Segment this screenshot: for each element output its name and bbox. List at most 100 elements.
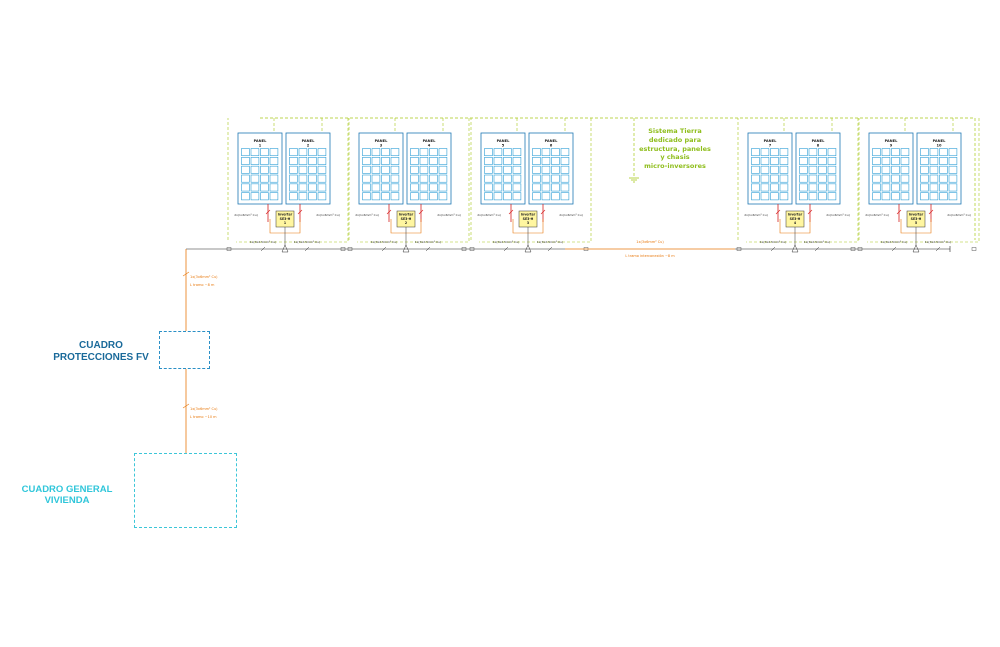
panel-cell: [532, 183, 541, 192]
dc-tick: [508, 209, 514, 215]
panel-cell: [541, 165, 551, 174]
inverter-model: SE3-H: [401, 217, 412, 221]
junction-symbol: [912, 244, 920, 253]
panel-frame: [795, 132, 841, 205]
panel-cell: [241, 165, 250, 174]
panel-cell: [371, 165, 381, 174]
panel-cell: [381, 148, 390, 157]
panel-cell: [429, 148, 438, 157]
panel-cell: [484, 157, 493, 165]
inverter-model: SE3-H: [790, 217, 801, 221]
panel-cell: [371, 192, 381, 201]
panel-cell: [779, 174, 789, 183]
sistema-tierra-line1: Sistema Tierra: [648, 127, 702, 135]
panel-cell: [541, 192, 551, 201]
trunk-cable: 1x(3x6mm² Cu)L tramo ~8 m1x(3x6mm² Cu)L …: [182, 249, 218, 453]
panel-cell: [948, 148, 958, 157]
panel-frame: [237, 132, 283, 205]
dc-cable-label: 2x(1x6mm² Cu): [234, 213, 258, 217]
ac-bus-cable-label-left: 1x(3x2.5mm² Cu): [493, 240, 519, 244]
panel-cell: [269, 192, 279, 201]
panel-cell: [881, 165, 891, 174]
panel-cell: [438, 192, 448, 201]
dc-tick: [265, 209, 271, 215]
panel-title: PANEL: [764, 139, 778, 143]
inverter-title: Inverter: [788, 213, 803, 217]
trunk-tick1: [182, 271, 190, 277]
panel-cell: [818, 157, 827, 165]
panel-frame: [528, 132, 574, 205]
panel-title: PANEL: [933, 139, 947, 143]
panel-cell: [770, 157, 779, 165]
panel-cell: [298, 148, 308, 157]
panel-title: PANEL: [885, 139, 899, 143]
panel-cell: [260, 174, 269, 183]
panel-cell: [308, 148, 317, 157]
panel-cell: [317, 183, 327, 192]
panel-cell: [410, 174, 419, 183]
panel-cell: [551, 174, 560, 183]
panel-cell: [362, 165, 371, 174]
sistema-tierra-label: Sistema Tierra dedicado para estructura,…: [620, 127, 730, 171]
inverter-number: 4: [794, 221, 797, 225]
panel-cell: [410, 157, 419, 165]
panel-cell: [484, 148, 493, 157]
sistema-tierra-line4: y chasis: [660, 153, 690, 162]
sistema-tierra-line3: estructura, paneles: [639, 144, 711, 153]
panel-cell: [269, 157, 279, 165]
panel-cell: [410, 165, 419, 174]
panel-cell: [493, 157, 503, 165]
panel-cell: [551, 192, 560, 201]
panel-cell: [770, 192, 779, 201]
inverter-title: Inverter: [909, 213, 924, 217]
panel-cell: [881, 148, 891, 157]
inverter-number: 3: [527, 221, 529, 225]
panel-cell: [948, 183, 958, 192]
panel-cell: [298, 165, 308, 174]
panel-cell: [532, 174, 541, 183]
panel-cell: [920, 148, 929, 157]
panel-cell: [900, 148, 910, 157]
panel-cell: [381, 157, 390, 165]
panel-cell: [827, 148, 837, 157]
earthing-network: [260, 117, 976, 240]
panel-cell: [419, 174, 429, 183]
middle-bus-length-label: L tramo interconexión ~8 m: [625, 254, 675, 258]
panel-number: 2: [307, 144, 310, 148]
inverter-title: Inverter: [399, 213, 414, 217]
group-ground-right: [357, 118, 470, 243]
panel-cell: [939, 192, 948, 201]
panel-cell: [818, 165, 827, 174]
panel-cell: [751, 157, 760, 165]
panel-title: PANEL: [375, 139, 389, 143]
panel-cell: [560, 183, 570, 192]
panel-cell: [818, 148, 827, 157]
panel-cell: [298, 183, 308, 192]
inverter-title: Inverter: [521, 213, 536, 217]
panel-cell: [827, 174, 837, 183]
panel-frame: [747, 132, 793, 205]
panel-cell: [872, 148, 881, 157]
cuadro-general-label: CUADRO GENERAL VIVIENDA: [0, 484, 134, 507]
panel-cell: [269, 174, 279, 183]
panel-cell: [818, 183, 827, 192]
panel-cell: [770, 183, 779, 192]
panel-cell: [308, 157, 317, 165]
panel-cell: [317, 165, 327, 174]
panel-cell: [241, 192, 250, 201]
dc-cable-label: 2x(1x6mm² Cu): [744, 213, 768, 217]
cuadro-protecciones-box: [159, 331, 210, 369]
panel-number: 6: [550, 144, 553, 148]
dc-tick: [297, 209, 303, 215]
cuadro-general-line1: CUADRO GENERAL: [21, 484, 113, 495]
inverter-title: Inverter: [278, 213, 293, 217]
sistema-tierra-line5: micro-inversores: [644, 162, 706, 171]
panel-cell: [410, 192, 419, 201]
cuadro-general-line2: VIVIENDA: [44, 494, 90, 506]
panel-cell: [751, 183, 760, 192]
panel-cell: [493, 183, 503, 192]
